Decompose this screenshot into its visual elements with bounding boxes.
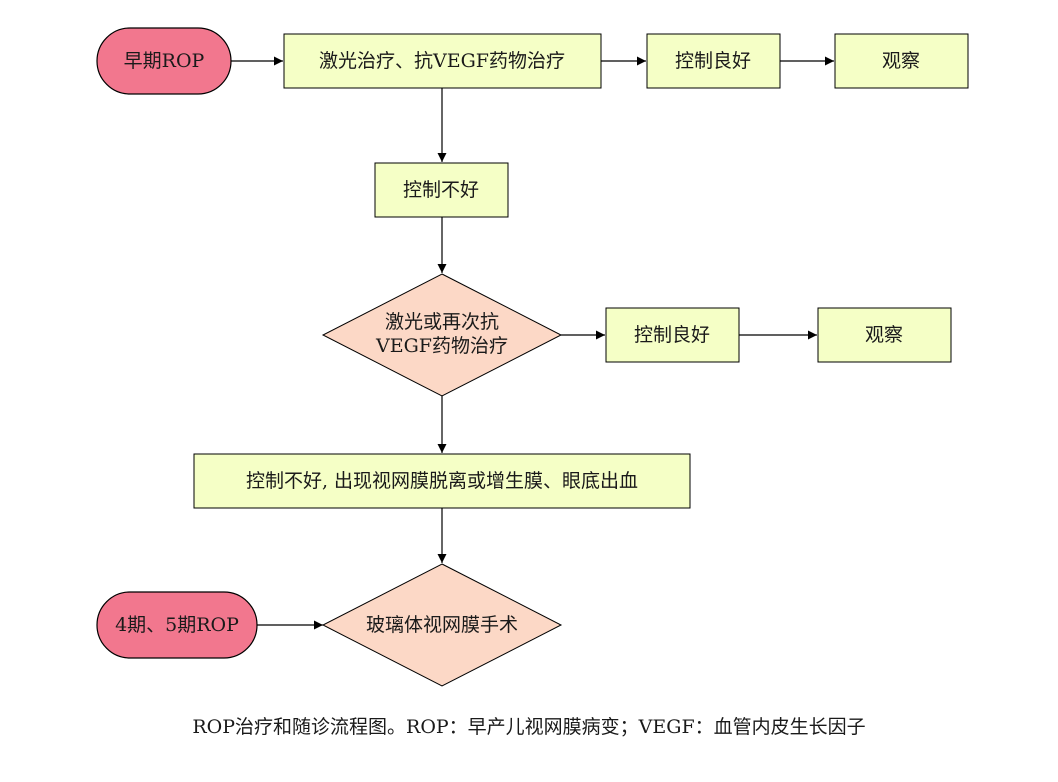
node-poor-control-1-label: 控制不好 (403, 179, 479, 201)
node-vitrectomy-label: 玻璃体视网膜手术 (366, 614, 518, 636)
node-observe-2: 观察 (817, 307, 952, 363)
node-repeat-treatment-line2: VEGF药物治疗 (375, 335, 508, 357)
node-good-control-1: 控制良好 (646, 33, 781, 89)
node-stage45-rop: 4期、5期ROP (96, 591, 258, 659)
node-laser-antivegf-label: 激光治疗、抗VEGF药物治疗 (319, 50, 565, 72)
node-vitrectomy: 玻璃体视网膜手术 (321, 563, 563, 687)
connectors (231, 56, 834, 630)
node-poor-control-2: 控制不好, 出现视网膜脱离或增生膜、眼底出血 (193, 453, 691, 509)
node-good-control-1-label: 控制良好 (675, 50, 751, 72)
node-repeat-treatment-line1: 激光或再次抗 (385, 311, 499, 333)
figure-caption: ROP治疗和随诊流程图。ROP：早产儿视网膜病变；VEGF：血管内皮生长因子 (192, 716, 866, 738)
node-repeat-treatment: 激光或再次抗 VEGF药物治疗 (321, 273, 563, 397)
node-stage45-rop-label: 4期、5期ROP (115, 614, 239, 636)
node-observe-2-label: 观察 (865, 324, 903, 346)
node-early-rop: 早期ROP (96, 27, 232, 95)
rop-flowchart: 早期ROP 激光治疗、抗VEGF药物治疗 控制良好 观察 控制不好 激光或再次抗… (96, 27, 969, 687)
node-early-rop-label: 早期ROP (124, 50, 205, 72)
node-observe-1-label: 观察 (882, 50, 920, 72)
node-observe-1: 观察 (834, 33, 969, 89)
node-poor-control-2-label: 控制不好, 出现视网膜脱离或增生膜、眼底出血 (246, 470, 638, 492)
node-good-control-2-label: 控制良好 (634, 324, 710, 346)
node-poor-control-1: 控制不好 (374, 162, 509, 218)
node-good-control-2: 控制良好 (605, 307, 740, 363)
node-laser-antivegf: 激光治疗、抗VEGF药物治疗 (283, 33, 602, 89)
